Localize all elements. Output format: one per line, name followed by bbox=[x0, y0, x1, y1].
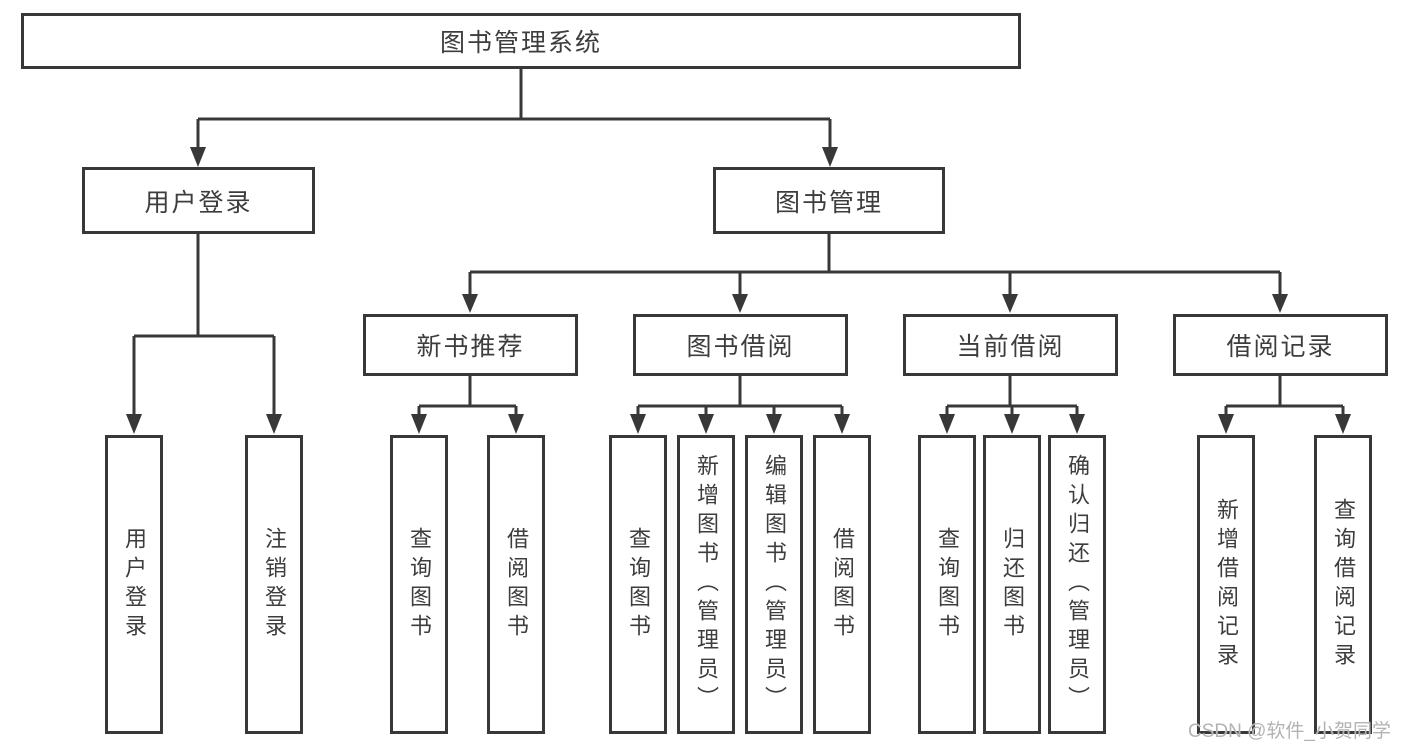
node-label: 借阅图书 bbox=[830, 526, 855, 643]
node-label: 图书管理系统 bbox=[439, 29, 602, 57]
leaf-return-books: 归还图书 bbox=[983, 435, 1041, 734]
leaf-add-books-admin: 新增图书（管理员） bbox=[677, 435, 735, 734]
arrowheads-new-book-rec-children bbox=[411, 414, 524, 434]
arrowhead bbox=[939, 414, 955, 434]
leaf-confirm-return-admin: 确认归还（管理员） bbox=[1048, 435, 1106, 734]
node-current-borrowing: 当前借阅 bbox=[903, 314, 1118, 376]
leaf-logout: 注销登录 bbox=[245, 435, 303, 734]
leaf-borrow-books-recommend: 借阅图书 bbox=[487, 435, 545, 734]
arrowhead bbox=[126, 414, 142, 434]
arrowhead bbox=[822, 147, 838, 167]
leaf-edit-books-admin: 编辑图书（管理员） bbox=[745, 435, 803, 734]
connector-new-book-rec-children bbox=[417, 376, 518, 416]
connector-root-to-level2 bbox=[196, 68, 832, 149]
arrowhead bbox=[508, 414, 524, 434]
node-label: 注销登录 bbox=[262, 526, 287, 643]
node-label: 查询借阅记录 bbox=[1331, 497, 1356, 672]
leaf-add-borrow-record: 新增借阅记录 bbox=[1197, 435, 1255, 734]
node-label: 借阅图书 bbox=[504, 526, 529, 643]
node-label: 查询图书 bbox=[407, 526, 432, 643]
node-label: 确认归还（管理员） bbox=[1065, 454, 1090, 715]
node-label: 图书借阅 bbox=[686, 333, 795, 361]
node-label: 用户登录 bbox=[122, 526, 147, 643]
node-label: 借阅记录 bbox=[1226, 333, 1335, 361]
node-user-login: 用户登录 bbox=[82, 167, 315, 234]
arrowhead bbox=[1002, 294, 1018, 313]
arrowhead bbox=[630, 414, 646, 434]
connector-current-borrow-children bbox=[945, 376, 1079, 416]
arrowhead bbox=[266, 414, 282, 434]
arrowhead bbox=[834, 414, 850, 434]
arrowhead bbox=[1218, 414, 1234, 434]
arrowheads-borrow-records-children bbox=[1218, 414, 1351, 434]
node-label: 查询图书 bbox=[626, 526, 651, 643]
connector-book-borrow-children bbox=[636, 376, 844, 416]
connector-borrow-records-children bbox=[1224, 376, 1345, 416]
arrowhead bbox=[1335, 414, 1351, 434]
leaf-user-login: 用户登录 bbox=[105, 435, 163, 734]
node-book-management: 图书管理 bbox=[713, 167, 945, 234]
leaf-borrow-books-borrowing: 借阅图书 bbox=[813, 435, 871, 734]
leaf-query-borrow-record: 查询借阅记录 bbox=[1314, 435, 1372, 734]
node-label: 用户登录 bbox=[144, 188, 253, 217]
arrowhead bbox=[698, 414, 714, 434]
arrowhead bbox=[1069, 414, 1085, 434]
arrowhead bbox=[411, 414, 427, 434]
arrowheads-user-login-children bbox=[126, 414, 282, 434]
leaf-query-books-recommend: 查询图书 bbox=[390, 435, 448, 734]
node-label: 编辑图书（管理员） bbox=[762, 454, 787, 715]
arrowhead bbox=[190, 147, 206, 167]
arrowheads-current-borrow-children bbox=[939, 414, 1085, 434]
arrowheads-root-to-level2 bbox=[190, 147, 838, 167]
connector-book-mgmt-children bbox=[468, 234, 1282, 296]
node-label: 新书推荐 bbox=[416, 333, 525, 361]
leaf-query-books-borrowing: 查询图书 bbox=[609, 435, 667, 734]
node-label: 新增图书（管理员） bbox=[694, 454, 719, 715]
node-label: 当前借阅 bbox=[956, 333, 1065, 361]
arrowheads-book-mgmt-children bbox=[462, 294, 1288, 313]
node-new-book-recommendation: 新书推荐 bbox=[363, 314, 578, 376]
arrowheads-book-borrow-children bbox=[630, 414, 850, 434]
node-label: 图书管理 bbox=[774, 188, 883, 217]
arrowhead bbox=[462, 294, 478, 313]
node-borrowing-records: 借阅记录 bbox=[1173, 314, 1388, 376]
leaf-query-books-current: 查询图书 bbox=[918, 435, 976, 734]
arrowhead bbox=[1004, 414, 1020, 434]
csdn-watermark: CSDN @软件_小贺同学 bbox=[1188, 721, 1391, 742]
node-label: 查询图书 bbox=[935, 526, 960, 643]
arrowhead bbox=[1272, 294, 1288, 313]
node-label: 归还图书 bbox=[1000, 526, 1025, 643]
node-book-borrowing: 图书借阅 bbox=[633, 314, 848, 376]
arrowhead bbox=[732, 294, 748, 313]
connector-user-login-children bbox=[132, 234, 276, 416]
node-root-library-system: 图书管理系统 bbox=[21, 13, 1021, 69]
node-label: 新增借阅记录 bbox=[1214, 497, 1239, 672]
arrowhead bbox=[766, 414, 782, 434]
